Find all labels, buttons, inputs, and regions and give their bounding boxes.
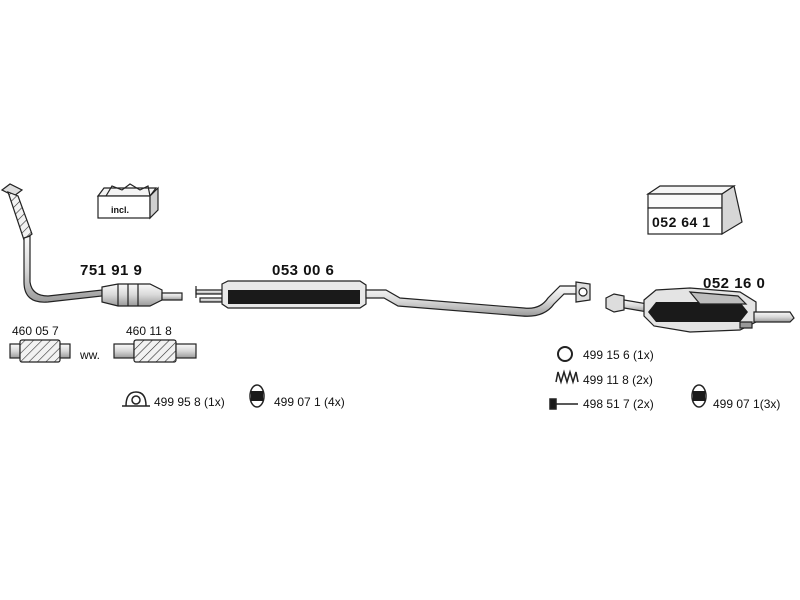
flex-pipe-separator: ww. <box>80 348 101 362</box>
kit-incl-label: incl. <box>111 205 130 215</box>
mounting-kit-box-icon <box>646 185 743 236</box>
rear-silencer-part-number: 052 16 0 <box>703 275 766 292</box>
rubber-mount-right-part-number: 499 07 1(3x) <box>713 397 781 411</box>
flex-pipe-right-part-number: 460 11 8 <box>126 324 172 338</box>
front-pipe <box>0 183 183 307</box>
clamp-icon <box>122 391 150 407</box>
middle-silencer-part-number: 053 00 6 <box>272 262 335 279</box>
rubber-mount-icon <box>249 384 265 408</box>
spring-icon <box>555 369 579 385</box>
flex-pipe-left <box>9 339 71 363</box>
flex-pipe-left-part-number: 460 05 7 <box>12 324 59 338</box>
bolt-icon <box>549 398 578 410</box>
flex-pipe-right <box>113 339 197 363</box>
ring-icon <box>557 346 573 362</box>
clamp-part-number: 499 95 8 (1x) <box>154 395 225 409</box>
kit-box-icon <box>96 183 159 220</box>
front-pipe-part-number: 751 91 9 <box>80 262 143 279</box>
mounting-kit-part-number: 052 64 1 <box>652 214 711 230</box>
rear-silencer <box>605 287 795 333</box>
ring-part-number: 499 15 6 (1x) <box>583 348 654 362</box>
rubber-mount-left-part-number: 499 07 1 (4x) <box>274 395 345 409</box>
middle-silencer <box>195 280 591 317</box>
spring-part-number: 499 11 8 (2x) <box>583 373 653 387</box>
rubber-mount-icon-right <box>691 384 707 408</box>
bolt-part-number: 498 51 7 (2x) <box>583 397 654 411</box>
